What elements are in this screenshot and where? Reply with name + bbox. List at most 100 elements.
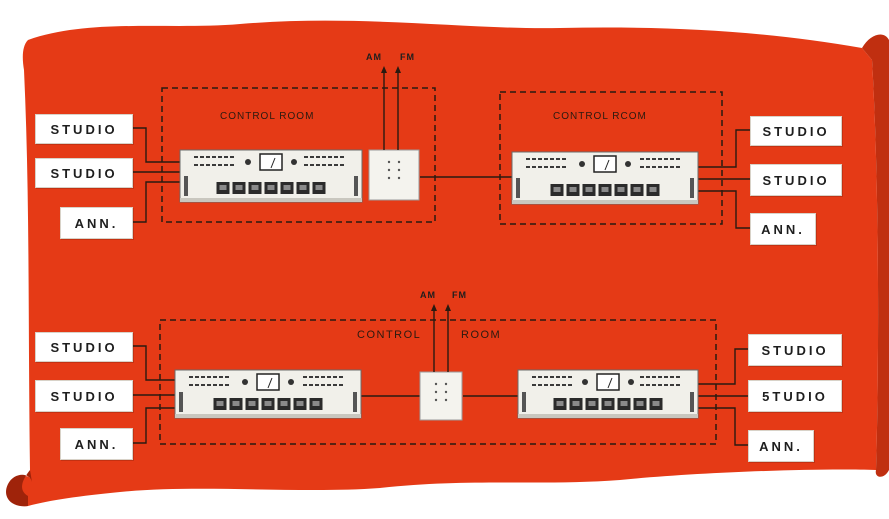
- top-right-console-switch: [676, 158, 680, 160]
- top-right-studio-2: STUDIO: [750, 164, 842, 196]
- top-switch-box-jack: [397, 160, 401, 164]
- bottom-left-console-key-face: [264, 401, 272, 406]
- top-left-ann: ANN.: [60, 207, 133, 239]
- bottom-right-console-switch: [664, 376, 668, 378]
- wire-top-right-ann: [697, 190, 750, 229]
- top-left-console-switch: [230, 164, 234, 166]
- top-left-console-switch: [340, 164, 344, 166]
- top-left-console-key-face: [267, 185, 275, 190]
- bottom-left-console-switch: [213, 376, 217, 378]
- bottom-right-ann: ANN.: [748, 430, 814, 462]
- bottom-left-console-switch: [189, 384, 193, 386]
- bottom-right-console-switch: [532, 384, 536, 386]
- bottom-right-console-switch: [556, 376, 560, 378]
- bottom-fm-arrow-head: [445, 304, 451, 311]
- bottom-fm-output-label: FM: [452, 290, 467, 300]
- bottom-room-label-left: CONTROL: [357, 329, 422, 341]
- wire-bottom-right-studio-1: [698, 348, 748, 385]
- top-left-console-switch: [212, 164, 216, 166]
- top-left-console-switch: [212, 156, 216, 158]
- bottom-right-console-switch: [640, 384, 644, 386]
- top-right-console-switch: [646, 166, 650, 168]
- bottom-right-console-switch: [676, 384, 680, 386]
- wire-bottom-left-ann: [131, 407, 177, 444]
- bottom-left-console-switch: [339, 376, 343, 378]
- banner-left-curl: [6, 470, 32, 507]
- bottom-left-console-key-face: [216, 401, 224, 406]
- top-right-console-switch: [664, 158, 668, 160]
- bottom-left-console-switch: [303, 384, 307, 386]
- top-left-control-room-border: [161, 87, 436, 223]
- top-left-console-switch: [328, 156, 332, 158]
- top-right-control-room-border: [499, 91, 723, 225]
- top-right-console-switch: [670, 166, 674, 168]
- top-right-console-meter-needle: [604, 159, 610, 171]
- bottom-left-console-switch: [201, 376, 205, 378]
- bottom-left-console-switch: [189, 376, 193, 378]
- bottom-switch-box-jack: [444, 390, 448, 394]
- top-left-console-switch: [334, 164, 338, 166]
- bottom-left-console-meter-needle: [267, 377, 273, 389]
- bottom-right-console-switch: [562, 376, 566, 378]
- bottom-left-console-switch: [315, 384, 319, 386]
- bottom-right-console-key-face: [620, 401, 628, 406]
- top-right-console-switch: [556, 166, 560, 168]
- bottom-left-console-handle: [179, 392, 183, 412]
- top-right-console-switch: [532, 158, 536, 160]
- top-right-room-label: CONTROL RCOM: [553, 111, 647, 122]
- bottom-right-console-switch: [550, 376, 554, 378]
- top-right-console-switch: [652, 166, 656, 168]
- consoles: [174, 149, 699, 421]
- bottom-left-console-switch: [321, 384, 325, 386]
- bottom-right-console-switch: [550, 384, 554, 386]
- bottom-right-console-handle: [690, 392, 694, 412]
- top-am-output-label: AM: [366, 52, 382, 62]
- bottom-right-console-key-face: [636, 401, 644, 406]
- top-left-studio-1: STUDIO: [35, 114, 133, 144]
- bottom-right-console-switch: [538, 376, 542, 378]
- bottom-right-console-switch: [658, 376, 662, 378]
- bottom-fm-arrow: [445, 304, 451, 372]
- top-right-console-key-face: [601, 187, 609, 192]
- top-left-console-switch: [194, 164, 198, 166]
- bottom-switch-box-jack: [434, 390, 438, 394]
- bottom-left-console-switch: [309, 384, 313, 386]
- bottom-left-console-switch: [195, 384, 199, 386]
- top-left-console-switch: [316, 156, 320, 158]
- bottom-right-console-switch: [652, 376, 656, 378]
- top-left-console-key-face: [219, 185, 227, 190]
- bottom-right-console-switch: [676, 376, 680, 378]
- top-right-console-switch: [544, 158, 548, 160]
- bottom-right-studio-2: 5TUDIO: [748, 380, 842, 412]
- bottom-right-console-switch: [646, 384, 650, 386]
- wire-bottom-right-ann: [698, 407, 748, 446]
- top-fm-arrow-head: [395, 66, 401, 73]
- top-left-room-label: CONTROL ROOM: [220, 111, 315, 122]
- bottom-right-console-switch: [658, 384, 662, 386]
- top-left-console-switch: [310, 164, 314, 166]
- top-left-console-key-face: [235, 185, 243, 190]
- top-switch-box-body: [368, 149, 420, 201]
- bottom-left-studio-1: STUDIO: [35, 332, 133, 362]
- bottom-right-console-switch: [646, 376, 650, 378]
- bottom-left-console-meter: [256, 373, 280, 391]
- top-left-console-switch: [322, 164, 326, 166]
- top-right-console-switch: [562, 158, 566, 160]
- top-left-console-switch: [340, 156, 344, 158]
- top-left-console-switch: [310, 156, 314, 158]
- top-left-console-switch: [206, 156, 210, 158]
- top-left-console-switch: [218, 156, 222, 158]
- bottom-left-console-switch: [195, 376, 199, 378]
- bottom-left-console-switch: [309, 376, 313, 378]
- top-right-console-switch: [526, 166, 530, 168]
- top-left-console-switch: [224, 164, 228, 166]
- top-right-console-key-face: [569, 187, 577, 192]
- bottom-am-arrow: [431, 304, 437, 372]
- bottom-right-console-switch: [538, 384, 542, 386]
- top-left-console-switch: [316, 164, 320, 166]
- top-am-arrow-head: [381, 66, 387, 73]
- top-left-console-key-face: [251, 185, 259, 190]
- wire-top-left-ann: [131, 181, 182, 223]
- bottom-left-console-switch: [303, 376, 307, 378]
